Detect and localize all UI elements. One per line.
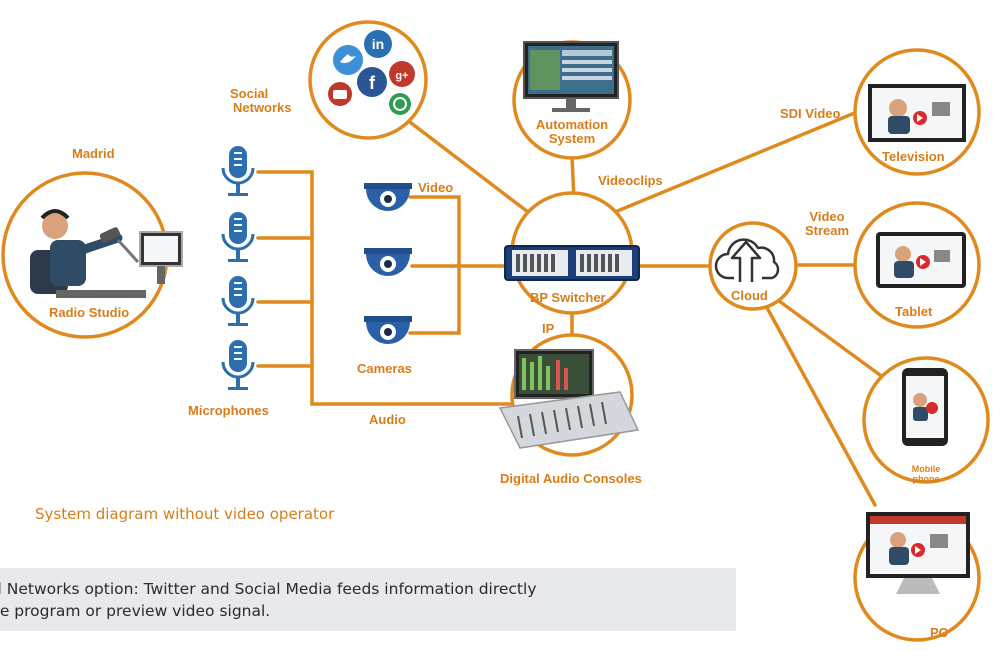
note-line-1: al Networks option: Twitter and Social M… [0,580,537,598]
audio-label: Audio [369,412,406,427]
bp-switcher-label: BP Switcher [530,290,606,305]
video-label: Video [418,180,454,195]
cloud-upload-icon [714,238,780,282]
googleplus-icon [389,61,415,87]
whatsapp-icon [389,93,411,115]
edge-switcher-television [613,110,859,214]
television-label: Television [882,149,945,164]
radio-studio-label: Radio Studio [49,305,130,320]
dome-camera-icon [364,316,412,344]
microphone-icon [221,212,255,262]
ip-label: IP [542,321,555,336]
connector-lines [256,110,882,507]
television-illustration [868,84,966,142]
tablet-label: Tablet [895,304,933,319]
videoclips-label: Videoclips [598,173,663,188]
social-networks-line2: Networks [233,100,292,115]
linkedin-icon [364,30,392,58]
social-networks-line1: Social [230,86,269,101]
pc-illustration [866,512,970,594]
social-networks-note: al Networks option: Twitter and Social M… [0,568,736,631]
automation-monitor-illustration [523,41,619,112]
edge-social-switcher [396,111,530,214]
audio-console-illustration [498,349,640,449]
microphone-icons [221,146,255,390]
dome-camera-icon [364,248,412,276]
mobile-illustration [902,368,948,446]
diagram-caption: System diagram without video operator [35,505,335,523]
edge-cloud-mobile [773,296,882,377]
sdi-video-label: SDI Video [780,106,841,121]
facebook-icon [357,67,387,97]
svg-text:in: in [372,36,384,52]
microphones-label: Microphones [188,403,269,418]
svg-text:g+: g+ [395,70,408,82]
note-line-2: he program or preview video signal. [0,602,271,620]
camera-icons [364,183,412,344]
digital-audio-consoles-label: Digital Audio Consoles [500,471,642,486]
microphone-icon [221,340,255,390]
social-icons: in g+ f [328,30,415,115]
madrid-label: Madrid [72,146,115,161]
radio-studio-illustration [30,209,183,298]
dome-camera-icon [364,183,412,211]
pc-label: PC [930,625,949,640]
svg-text:f: f [369,73,376,93]
edge-cloud-pc [763,302,877,507]
cameras-label: Cameras [357,361,412,376]
mic-bus [256,170,517,406]
microphone-icon [221,146,255,196]
social-networks-label: Social Networks [230,87,292,115]
tablet-illustration [876,232,966,288]
cloud-label: Cloud [731,288,768,303]
microphone-icon [221,276,255,326]
bp-switcher-device [504,245,640,281]
